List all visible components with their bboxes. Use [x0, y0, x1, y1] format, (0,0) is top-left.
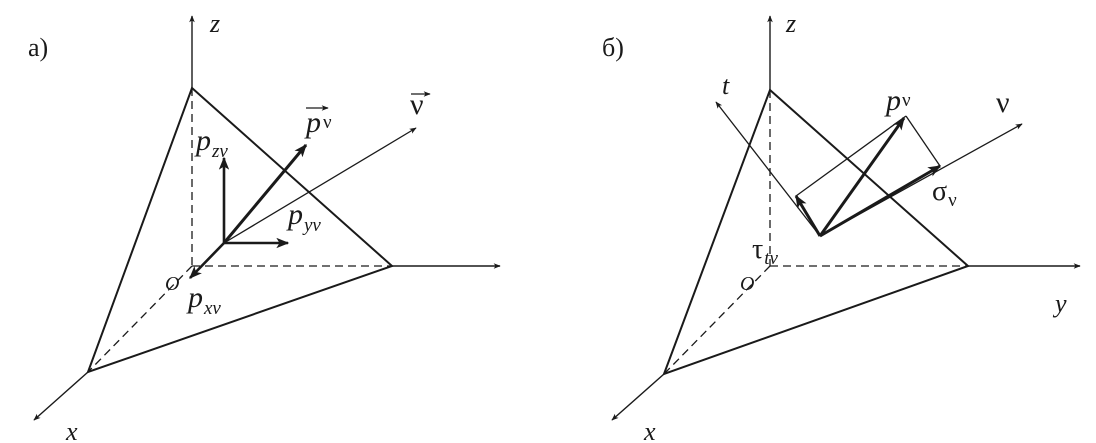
component-x-label: pxν	[186, 281, 221, 319]
x-axis	[33, 371, 89, 421]
normal-direction	[223, 127, 417, 244]
panel-b: б) z y x O t ν pν σν τtν	[602, 9, 1081, 443]
panel-a-label: а)	[28, 33, 48, 62]
component-x-arrow	[189, 242, 225, 279]
origin-label: O	[165, 273, 179, 295]
normal-stress-arrow	[819, 164, 942, 238]
panel-b-label: б)	[602, 33, 624, 62]
z-axis-label: z	[785, 9, 796, 38]
x-axis	[611, 373, 665, 421]
projection-line-right	[905, 115, 941, 167]
component-y-label: pyν	[286, 198, 321, 236]
projection-line-top	[795, 115, 907, 197]
inclined-face	[662, 88, 970, 376]
stress-vector-label: pν	[884, 84, 911, 117]
component-z-label: pzν	[194, 124, 228, 162]
y-axis-label: y	[1052, 289, 1067, 318]
z-axis-label: z	[209, 9, 220, 38]
stress-vector-arrow	[222, 144, 308, 244]
inclined-face	[86, 86, 394, 374]
tangent-axis	[715, 101, 821, 237]
x-axis-label: x	[643, 417, 656, 443]
origin-label: O	[740, 273, 754, 295]
x-axis-label: x	[65, 417, 78, 443]
normal-stress-label: σν	[932, 176, 957, 211]
tangent-axis-label: t	[722, 71, 730, 100]
normal-label: ν	[996, 86, 1010, 119]
shear-stress-label: τtν	[752, 234, 779, 269]
normal-label: ν	[410, 88, 424, 121]
shear-stress-arrow	[794, 194, 822, 237]
hidden-edge-x	[87, 265, 193, 373]
stress-vector-arrow	[818, 116, 906, 237]
